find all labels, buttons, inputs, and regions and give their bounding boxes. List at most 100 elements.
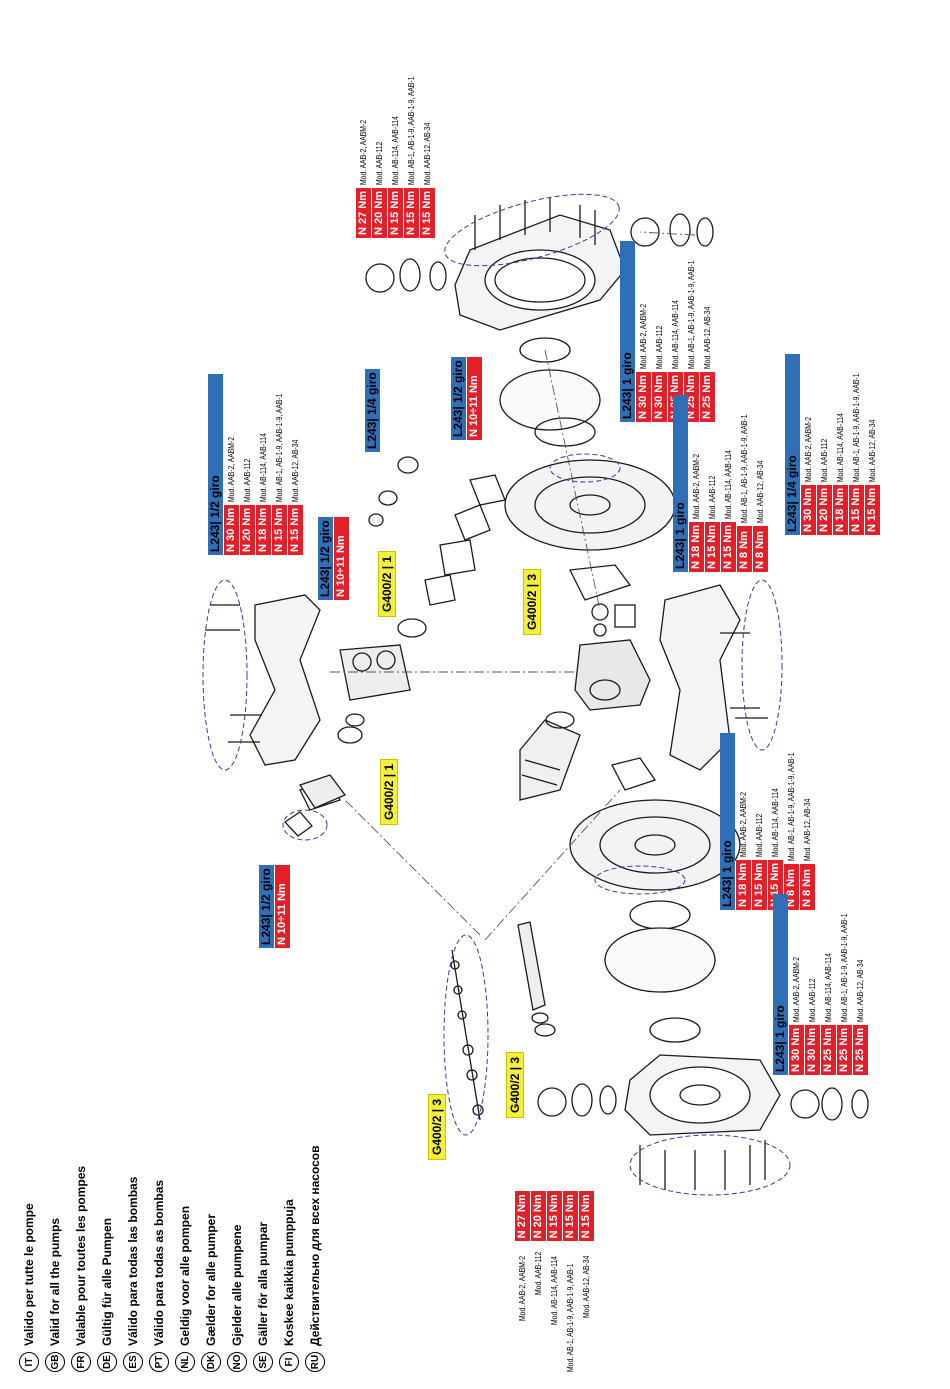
model-list: Mod. AB-114, AAB-114 xyxy=(550,1256,559,1326)
legend-row-es: ES Válido para todas las bombas xyxy=(122,1072,144,1372)
glue-label-g4: G400/2 | 3 xyxy=(506,1051,524,1118)
language-badge: ES xyxy=(123,1352,143,1372)
pilot-shaft-parts xyxy=(368,456,506,638)
language-badge: IT xyxy=(19,1352,39,1372)
bottom-manifold-part xyxy=(624,1054,781,1190)
torque-value: N 27 Nm xyxy=(515,1191,530,1242)
language-badge: DE xyxy=(97,1352,117,1372)
gasket-top xyxy=(569,564,632,601)
torque-value: N 20 Nm xyxy=(817,484,832,535)
torque-value: N 15 Nm xyxy=(705,521,720,572)
ball-bottom-left xyxy=(537,1087,567,1117)
model-list: Mod. AB-1, AB-1-9, AAB-1-9, AAB-1 xyxy=(787,752,796,861)
diaphragm-top xyxy=(499,369,601,431)
loctite-header: L243| 1 giro xyxy=(673,395,688,572)
model-list: Mod. AAB-2, AABM-2 xyxy=(227,436,236,502)
glue-label-g3: G400/2 | 1 xyxy=(380,758,398,825)
ball-top-right xyxy=(630,217,660,247)
torque-value: N 15 Nm xyxy=(547,1191,562,1242)
ball-top-left xyxy=(365,263,395,293)
torque-value: N 10÷11 Nm xyxy=(467,357,482,440)
legend-text: Válido para todas as bombas xyxy=(152,1179,166,1346)
loctite-header: L243| 1/2 giro xyxy=(208,374,223,555)
legend-text: Geldig voor alle pompen xyxy=(178,1205,192,1346)
model-list: Mod. AAB-12, AB-34 xyxy=(703,306,712,369)
top-chamber-part xyxy=(504,459,676,551)
loctite-header: L243| 1 giro xyxy=(773,894,788,1075)
ball-bottom-right xyxy=(790,1089,820,1119)
glue-value: G400/2 | 3 xyxy=(506,1051,524,1118)
torque-spec-right-bottom-plate: L243| 1 giro N 30 Nm Mod. AAB-2, AABM-2 N… xyxy=(773,894,868,1075)
oring-top-right xyxy=(696,217,714,247)
model-list: Mod. AB-114, AAB-114 xyxy=(836,413,845,482)
torque-value: N 25 Nm xyxy=(853,1024,868,1075)
diaphragm-bottom xyxy=(604,927,716,993)
legend-text: Действительно для всех насосов xyxy=(308,1145,322,1346)
legend-text: Gäller för alla pumpar xyxy=(256,1221,270,1346)
spool-stack-part xyxy=(450,949,484,1121)
torque-value: N 15 Nm xyxy=(404,187,419,238)
seat-top-left xyxy=(399,258,421,292)
model-list: Mod. AAB-2, AABM-2 xyxy=(792,956,801,1022)
legend-text: Gültig für alle Pumpen xyxy=(100,1217,114,1346)
loctite-header: L243| 1/2 giro xyxy=(451,357,466,440)
model-list: Mod. AAB-2, AABM-2 xyxy=(518,1255,527,1321)
top-manifold-part xyxy=(454,198,626,331)
torque-value: N 10÷11 Nm xyxy=(334,517,349,600)
center-lines xyxy=(330,231,696,941)
torque-value: N 30 Nm xyxy=(636,371,651,422)
seat-bottom-right xyxy=(821,1087,843,1121)
model-list: Mod. AAB-12, AB-34 xyxy=(582,1255,591,1318)
legend-text: Koskee kaikkia pumppuja xyxy=(282,1199,296,1346)
torque-value: N 25 Nm xyxy=(837,1024,852,1075)
torque-value: N 18 Nm xyxy=(256,504,271,555)
model-list: Mod. AAB-112 xyxy=(820,438,829,482)
language-badge: NL xyxy=(175,1352,195,1372)
language-badge: NO xyxy=(227,1352,247,1372)
loctite-label-cap: L243| 1/4 giro xyxy=(365,369,380,452)
language-badge: DK xyxy=(201,1352,221,1372)
model-list: Mod. AAB-112 xyxy=(755,813,764,857)
model-list: Mod. AAB-112 xyxy=(708,475,717,519)
loctite-header: L243| 1/2 giro xyxy=(318,517,333,600)
torque-value: N 18 Nm xyxy=(689,521,704,572)
language-badge: RU xyxy=(305,1352,325,1372)
torque-value: N 30 Nm xyxy=(789,1024,804,1075)
model-list: Mod. AB-114, AAB-114 xyxy=(724,450,733,519)
torque-value: N 27 Nm xyxy=(356,187,371,238)
model-list: Mod. AAB-2, AABM-2 xyxy=(359,119,368,185)
spec-row: Mod. AB-114, AAB-114 N 15 Nm xyxy=(547,1191,562,1372)
oring-bottom-left xyxy=(599,1085,617,1115)
torque-value: N 10÷11 Nm xyxy=(275,865,290,948)
torque-value: N 8 Nm xyxy=(737,526,752,572)
torque-value: N 15 Nm xyxy=(272,504,287,555)
model-list: Mod. AAB-12, AB-34 xyxy=(291,439,300,502)
model-list: Mod. AB-1, AB-1-9, AAB-1-9, AAB-1 xyxy=(275,393,284,502)
glue-value: G400/2 | 1 xyxy=(380,758,398,825)
language-badge: SE xyxy=(253,1352,273,1372)
torque-value: N 30 Nm xyxy=(652,371,667,422)
legend-row-de: DE Gültig für alle Pumpen xyxy=(96,1072,118,1372)
legend-text: Válido para todas las bombas xyxy=(126,1176,140,1346)
